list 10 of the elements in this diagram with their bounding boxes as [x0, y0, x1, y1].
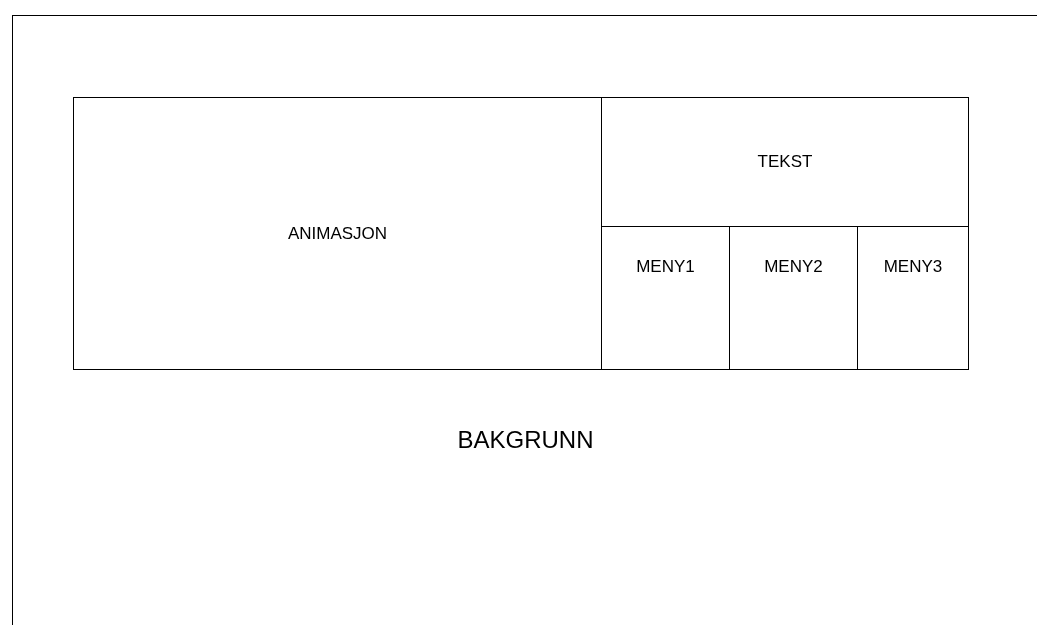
region-label: TEKST — [757, 152, 813, 172]
layout-region — [601, 97, 969, 227]
region-label: ANIMASJON — [287, 223, 388, 244]
region-label: BAKGRUNN — [456, 426, 595, 454]
region-label: MENY2 — [764, 257, 823, 277]
layout-region — [857, 226, 969, 370]
page-frame — [12, 15, 1037, 625]
region-label: MENY1 — [636, 257, 695, 277]
region-label: MENY3 — [883, 257, 943, 277]
layout-region — [73, 97, 602, 370]
